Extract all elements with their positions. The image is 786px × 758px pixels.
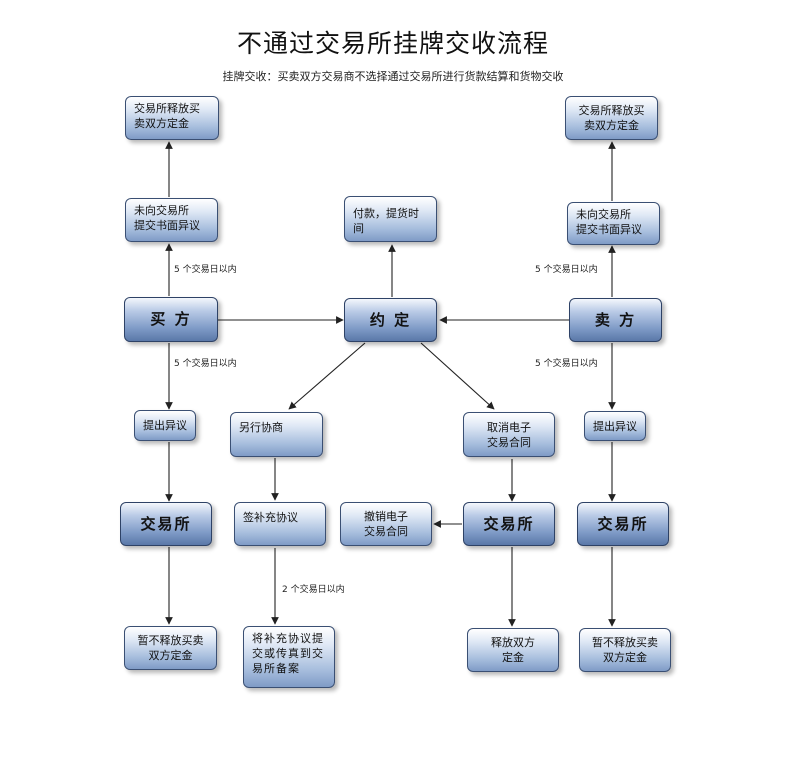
node-left-release: 交易所释放买 卖双方定金 xyxy=(125,96,219,140)
label-right-lower: 5 个交易日以内 xyxy=(535,359,598,369)
node-mid-release: 释放双方 定金 xyxy=(467,628,559,672)
node-revoke-contract: 撤销电子 交易合同 xyxy=(340,502,432,546)
node-left-hold: 暂不释放买卖 双方定金 xyxy=(124,626,217,670)
arrow-agreement-to-negotiate xyxy=(288,342,366,410)
node-submit-supplement: 将补充协议提 交或传真到交 易所备案 xyxy=(243,626,335,688)
node-cancel-contract: 取消电子 交易合同 xyxy=(463,412,555,457)
node-agreement: 约 定 xyxy=(344,298,437,342)
node-left-exchange: 交易所 xyxy=(120,502,212,546)
node-mid-exchange: 交易所 xyxy=(463,502,555,546)
label-left-lower: 5 个交易日以内 xyxy=(174,359,237,369)
node-right-raise: 提出异议 xyxy=(584,411,646,441)
node-negotiate: 另行协商 xyxy=(230,412,323,457)
node-right-objection-written: 未向交易所 提交书面异议 xyxy=(567,202,660,245)
label-two-days: 2 个交易日以内 xyxy=(282,585,345,595)
node-seller: 卖 方 xyxy=(569,298,662,342)
arrow-agreement-to-cancel xyxy=(420,342,495,410)
node-right-release: 交易所释放买 卖双方定金 xyxy=(565,96,658,140)
node-right-hold: 暂不释放买卖 双方定金 xyxy=(579,628,671,672)
label-left-upper: 5 个交易日以内 xyxy=(174,265,237,275)
node-left-raise: 提出异议 xyxy=(134,410,196,441)
node-right-exchange: 交易所 xyxy=(577,502,669,546)
label-right-upper: 5 个交易日以内 xyxy=(535,265,598,275)
node-payment-time: 付款，提货时间 xyxy=(344,196,437,242)
page-subtitle: 挂牌交收：买卖双方交易商不选择通过交易所进行货款结算和货物交收 xyxy=(222,70,564,83)
node-buyer: 买 方 xyxy=(124,297,218,342)
node-left-objection-written: 未向交易所 提交书面异议 xyxy=(125,198,218,242)
page-title: 不通过交易所挂牌交收流程 xyxy=(236,29,549,58)
node-sign-supplement: 签补充协议 xyxy=(234,502,326,546)
